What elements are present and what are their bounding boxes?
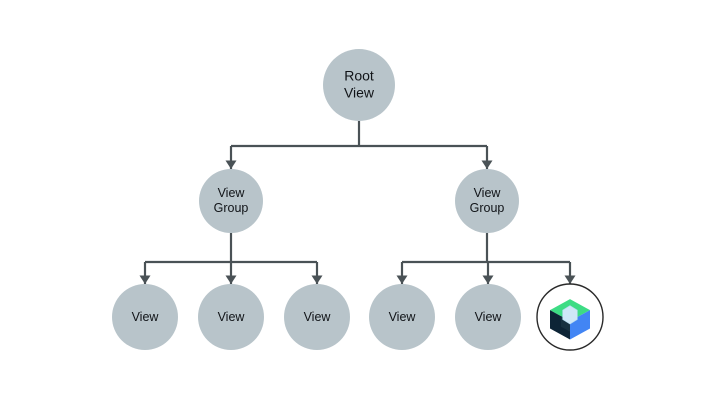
node-view-leaf-2-circle (198, 284, 264, 350)
node-view-leaf-4-circle (369, 284, 435, 350)
node-view-leaf-2[interactable]: View (198, 284, 264, 350)
compose-logo-center-hexagon (562, 305, 578, 325)
node-view-leaf-3-circle (284, 284, 350, 350)
node-view-group-1-label-line2: Group (214, 201, 249, 215)
node-view-leaf-1[interactable]: View (112, 284, 178, 350)
arrowhead-right-2 (482, 275, 494, 284)
arrowhead-left-2 (225, 275, 237, 284)
node-view-group-1-label-line1: View (218, 186, 246, 200)
node-view-leaf-1-label: View (132, 310, 160, 324)
node-view-group-2-label-line2: Group (470, 201, 505, 215)
node-view-leaf-3[interactable]: View (284, 284, 350, 350)
connector-layer (139, 121, 576, 284)
compose-logo-face-right (570, 310, 590, 340)
node-view-group-1-circle (199, 169, 263, 233)
node-view-leaf-3-label: View (304, 310, 332, 324)
node-root-view-circle (323, 49, 395, 121)
node-view-leaf-5-label: View (475, 310, 503, 324)
compose-logo-face-left (550, 310, 570, 340)
node-view-leaf-5[interactable]: View (455, 284, 521, 350)
node-view-leaf-1-circle (112, 284, 178, 350)
node-view-group-2-label-line1: View (474, 186, 502, 200)
node-view-leaf-4[interactable]: View (369, 284, 435, 350)
arrowhead-right-1 (396, 275, 408, 284)
node-compose-logo[interactable] (536, 283, 604, 351)
node-root-view-label-line1: Root (344, 68, 374, 84)
arrowhead-left-1 (139, 275, 151, 284)
arrowhead-left-3 (311, 275, 323, 284)
node-view-leaf-2-label: View (218, 310, 246, 324)
node-view-leaf-4-label: View (389, 310, 417, 324)
node-view-group-2-circle (455, 169, 519, 233)
arrowhead-level1-1 (225, 160, 237, 169)
node-root-view-label-line2: View (344, 84, 375, 100)
node-view-leaf-5-circle (455, 284, 521, 350)
arrowhead-level1-2 (481, 160, 493, 169)
arrowhead-right-3 (564, 275, 576, 284)
